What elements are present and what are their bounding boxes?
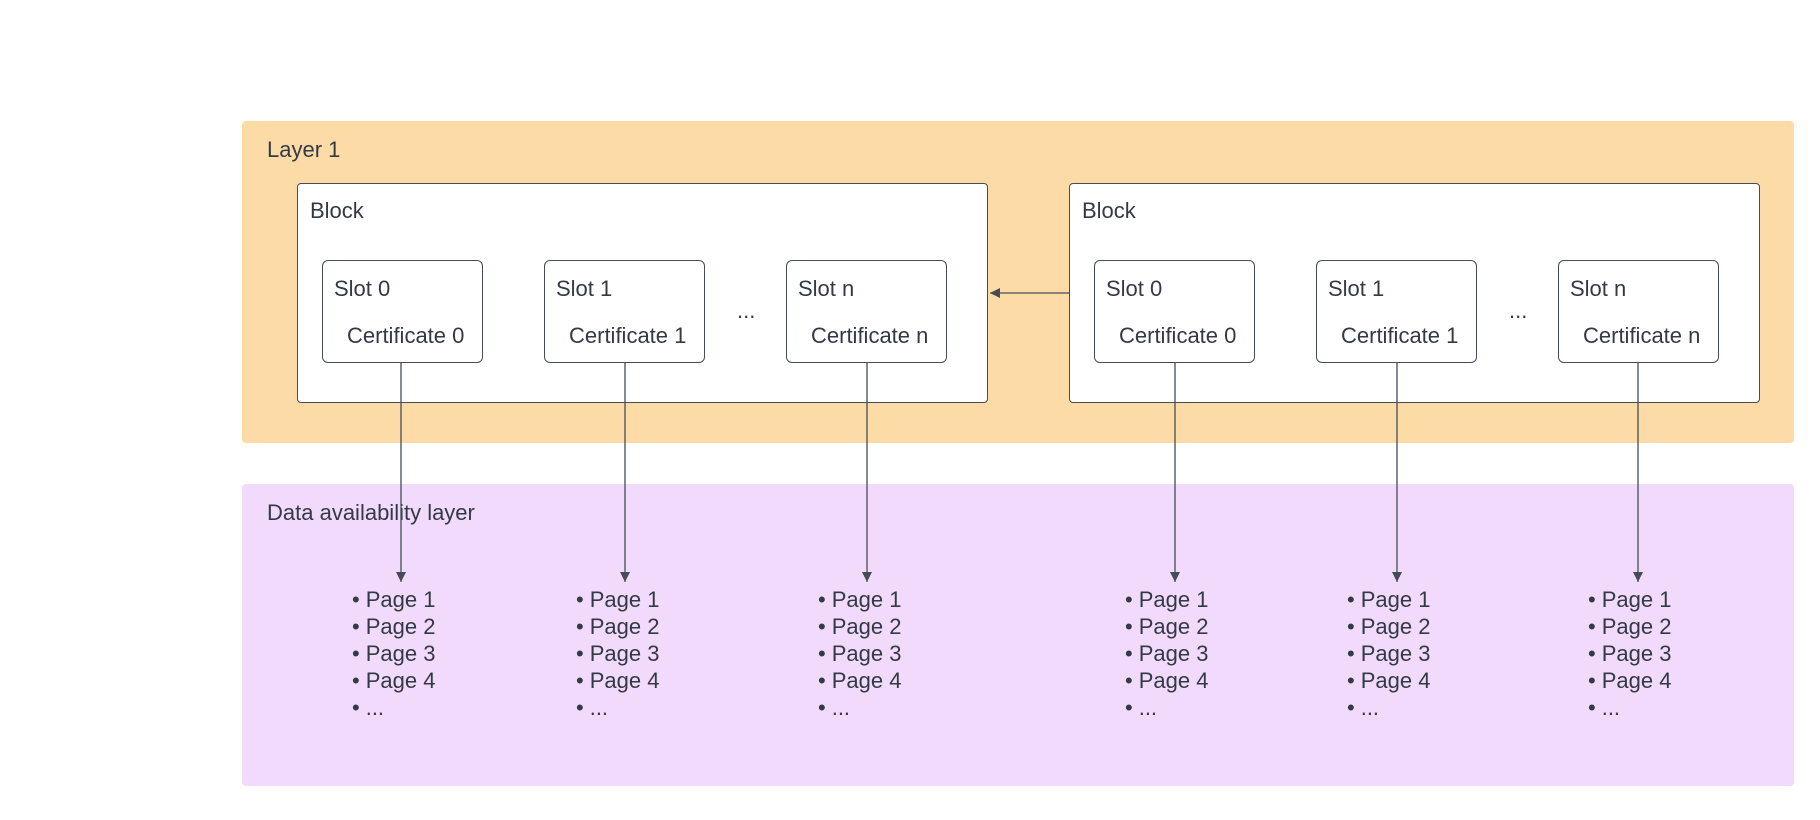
slot-0: Slot 0 Certificate 0 (322, 260, 483, 363)
slot-title: Slot n (1570, 276, 1627, 301)
certificate-label: Certificate 1 (1341, 323, 1459, 348)
page-item: Page 1 (1125, 586, 1209, 613)
slot-ellipsis: ... (737, 298, 756, 323)
page-item: Page 2 (1125, 613, 1209, 640)
slot-title: Slot 1 (556, 276, 613, 301)
slot-n: Slot n Certificate n (786, 260, 947, 363)
page-list: Page 1 Page 2 Page 3 Page 4 ... (1347, 586, 1431, 721)
page-item: ... (1588, 694, 1671, 721)
slot-n: Slot n Certificate n (1558, 260, 1719, 363)
page-item: Page 3 (1125, 640, 1209, 667)
page-list: Page 1 Page 2 Page 3 Page 4 ... (576, 586, 660, 721)
page-item: Page 2 (1588, 613, 1672, 640)
data-availability-title: Data availability layer (267, 500, 475, 525)
page-item: Page 2 (818, 613, 902, 640)
block-title: Block (310, 198, 364, 223)
page-item: Page 1 (1347, 586, 1431, 613)
page-item: Page 1 (352, 586, 436, 613)
page-item: Page 1 (1588, 586, 1672, 613)
certificate-label: Certificate 0 (1119, 323, 1237, 348)
page-item: Page 4 (1588, 667, 1672, 694)
slot-title: Slot 0 (1106, 276, 1163, 301)
page-item: Page 3 (576, 640, 660, 667)
slot-title: Slot 0 (334, 276, 391, 301)
page-item: Page 4 (576, 667, 660, 694)
page-item: Page 4 (352, 667, 436, 694)
page-list: Page 1 Page 2 Page 3 Page 4 ... (352, 586, 436, 721)
page-item: Page 1 (818, 586, 902, 613)
page-list: Page 1 Page 2 Page 3 Page 4 ... (1125, 586, 1209, 721)
certificate-label: Certificate n (811, 323, 929, 348)
layer-1-title: Layer 1 (267, 137, 341, 162)
page-item: Page 2 (1347, 613, 1431, 640)
page-item: ... (352, 694, 435, 721)
block-title: Block (1082, 198, 1136, 223)
slot-title: Slot n (798, 276, 855, 301)
page-item: ... (576, 694, 659, 721)
certificate-label: Certificate n (1583, 323, 1701, 348)
page-item: Page 1 (576, 586, 660, 613)
page-item: ... (818, 694, 901, 721)
slot-1: Slot 1 Certificate 1 (544, 260, 705, 363)
page-item: ... (1125, 694, 1208, 721)
page-item: Page 4 (1347, 667, 1431, 694)
page-item: Page 3 (1588, 640, 1672, 667)
page-item: Page 4 (1125, 667, 1209, 694)
data-availability-panel: Data availability layer (242, 484, 1794, 786)
page-item: Page 3 (1347, 640, 1431, 667)
page-list: Page 1 Page 2 Page 3 Page 4 ... (1588, 586, 1672, 721)
page-item: Page 3 (352, 640, 436, 667)
page-item: Page 2 (576, 613, 660, 640)
page-item: Page 4 (818, 667, 902, 694)
slot-ellipsis: ... (1509, 298, 1528, 323)
certificate-label: Certificate 1 (569, 323, 687, 348)
slot-0: Slot 0 Certificate 0 (1094, 260, 1255, 363)
page-list: Page 1 Page 2 Page 3 Page 4 ... (818, 586, 902, 721)
certificate-label: Certificate 0 (347, 323, 465, 348)
slot-1: Slot 1 Certificate 1 (1316, 260, 1477, 363)
page-item: ... (1347, 694, 1430, 721)
slot-title: Slot 1 (1328, 276, 1385, 301)
page-item: Page 2 (352, 613, 436, 640)
page-item: Page 3 (818, 640, 902, 667)
